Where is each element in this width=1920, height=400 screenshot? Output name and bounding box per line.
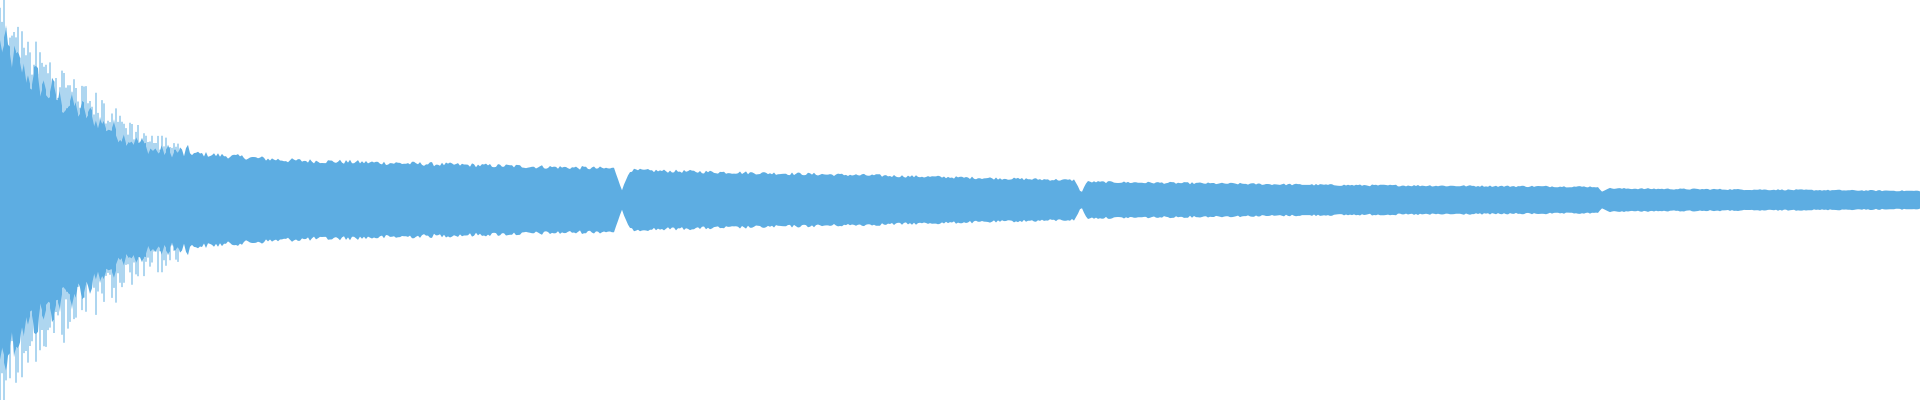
waveform-transient-spikes <box>0 0 179 400</box>
waveform-envelope-fill <box>0 25 1920 375</box>
